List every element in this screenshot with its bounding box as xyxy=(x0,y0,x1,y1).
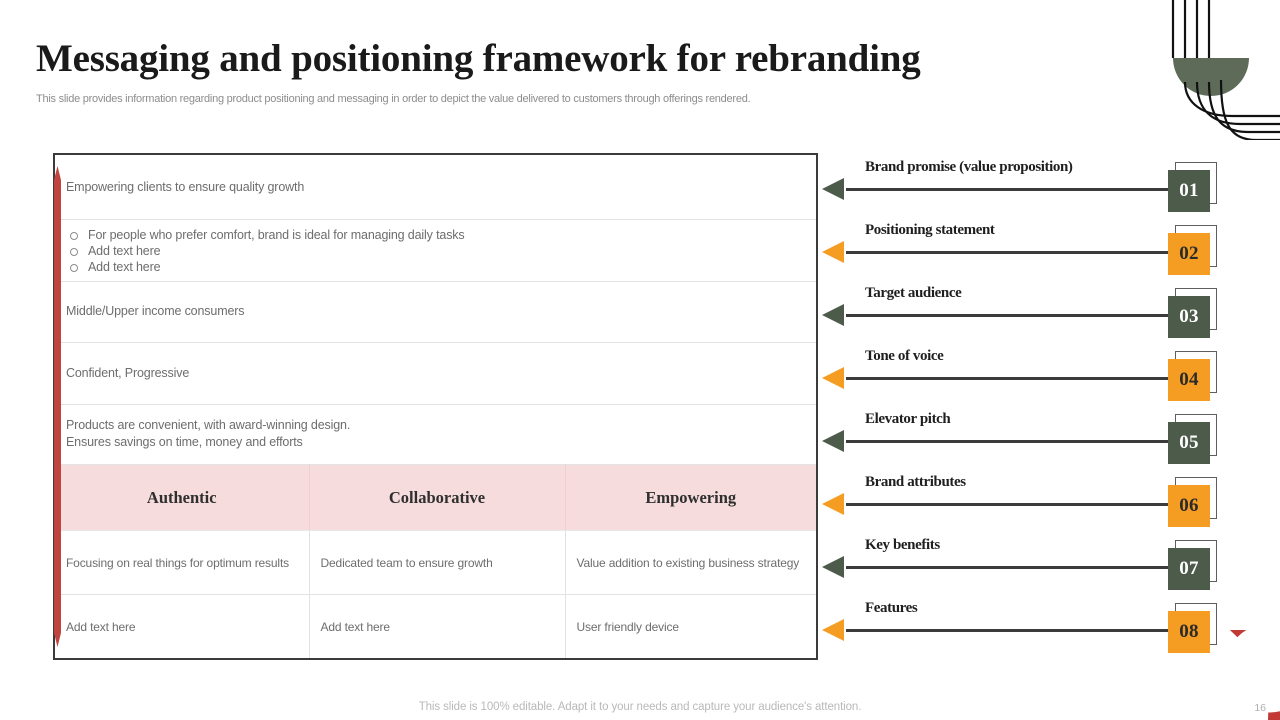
bullet-text: Add text here xyxy=(88,259,161,274)
step-label: Brand promise (value proposition) xyxy=(865,159,1073,175)
step-number-badge: 07 xyxy=(1168,540,1218,592)
left-arrow-icon xyxy=(822,367,844,389)
connector-line xyxy=(846,314,1179,317)
framework-step-01[interactable]: Brand promise (value proposition) 01 xyxy=(818,153,1238,216)
step-label: Key benefits xyxy=(865,537,940,553)
left-arrow-icon xyxy=(822,304,844,326)
table-header-cell: Authentic xyxy=(55,465,310,532)
step-number-badge: 08 xyxy=(1168,603,1218,655)
step-number-badge: 04 xyxy=(1168,351,1218,403)
framework-step-04[interactable]: Tone of voice 04 xyxy=(818,342,1238,405)
step-number: 07 xyxy=(1168,548,1210,590)
page-subtitle: This slide provides information regardin… xyxy=(36,93,751,105)
framework-step-07[interactable]: Key benefits 07 xyxy=(818,531,1238,594)
step-label: Elevator pitch xyxy=(865,411,951,427)
connector-line xyxy=(846,629,1179,632)
step-number-badge: 06 xyxy=(1168,477,1218,529)
circle-bullet-icon xyxy=(70,231,78,240)
table-row: Focusing on real things for optimum resu… xyxy=(55,530,816,596)
table-cell: Focusing on real things for optimum resu… xyxy=(55,530,310,596)
left-arrow-icon xyxy=(822,619,844,641)
connector-line xyxy=(846,503,1179,506)
step-number-badge: 02 xyxy=(1168,225,1218,277)
framework-step-02[interactable]: Positioning statement 02 xyxy=(818,216,1238,279)
framework-step-08[interactable]: Features 08 xyxy=(818,594,1238,657)
panel-row-target-audience: Middle/Upper income consumers xyxy=(55,282,816,344)
step-number: 03 xyxy=(1168,296,1210,338)
framework-step-06[interactable]: Brand attributes 06 xyxy=(818,468,1238,531)
page-number: 16 xyxy=(1254,702,1266,714)
panel-row-text-line1: Products are convenient, with award-winn… xyxy=(66,418,351,433)
step-label: Brand attributes xyxy=(865,474,966,490)
circle-bullet-icon xyxy=(70,247,78,256)
table-cell: User friendly device xyxy=(576,619,680,634)
table-header-cell: Empowering xyxy=(565,465,816,532)
panel-row-tone-of-voice: Confident, Progressive xyxy=(55,343,816,405)
footer-note: This slide is 100% editable. Adapt it to… xyxy=(418,701,862,713)
table-header-cell: Collaborative xyxy=(309,465,566,532)
positioning-panel: Empowering clients to ensure quality gro… xyxy=(53,153,818,660)
step-label: Target audience xyxy=(865,285,962,301)
step-label: Positioning statement xyxy=(865,222,995,238)
connector-line xyxy=(846,377,1179,380)
left-arrow-icon xyxy=(822,493,844,515)
step-number: 02 xyxy=(1168,233,1210,275)
connector-line xyxy=(846,251,1179,254)
framework-step-05[interactable]: Elevator pitch 05 xyxy=(818,405,1238,468)
bullet-item: For people who prefer comfort, brand is … xyxy=(66,227,802,243)
left-arrow-icon xyxy=(822,430,844,452)
circle-bullet-icon xyxy=(70,263,78,272)
page-title: Messaging and positioning framework for … xyxy=(36,37,921,80)
panel-row-brand-promise: Empowering clients to ensure quality gro… xyxy=(55,155,816,221)
table-row: Add text here Add text here User friendl… xyxy=(55,594,816,659)
step-label: Tone of voice xyxy=(865,348,944,364)
panel-row-elevator-pitch: Products are convenient, with award-winn… xyxy=(55,405,816,466)
panel-row-text: Middle/Upper income consumers xyxy=(66,304,245,319)
step-number: 04 xyxy=(1168,359,1210,401)
table-cell: Add text here xyxy=(309,594,566,659)
table-cell: Value addition to existing business stra… xyxy=(565,530,816,596)
connector-line xyxy=(846,566,1179,569)
table-cell: Add text here xyxy=(55,594,310,659)
panel-row-text: Confident, Progressive xyxy=(66,365,190,380)
step-number-badge: 05 xyxy=(1168,414,1218,466)
step-number: 08 xyxy=(1168,611,1210,653)
panel-row-text: Empowering clients to ensure quality gro… xyxy=(66,179,305,194)
bullet-item: Add text here xyxy=(66,259,802,275)
left-arrow-icon xyxy=(822,556,844,578)
bullet-text: Add text here xyxy=(88,243,161,258)
step-number: 05 xyxy=(1168,422,1210,464)
panel-row-positioning-statement: For people who prefer comfort, brand is … xyxy=(55,220,816,282)
step-number-badge: 03 xyxy=(1168,288,1218,340)
table-header-row: Authentic Collaborative Empowering xyxy=(55,465,816,532)
bullet-text: For people who prefer comfort, brand is … xyxy=(88,227,465,242)
step-number-badge: 01 xyxy=(1168,162,1218,214)
step-number: 06 xyxy=(1168,485,1210,527)
bullet-item: Add text here xyxy=(66,243,802,259)
red-accent-bar xyxy=(54,166,61,647)
left-arrow-icon xyxy=(822,178,844,200)
framework-steps-list: Brand promise (value proposition) 01 Pos… xyxy=(818,153,1238,660)
connector-line xyxy=(846,188,1179,191)
left-arrow-icon xyxy=(822,241,844,263)
curved-lines-decoration-icon xyxy=(1171,0,1280,140)
panel-row-text-line2: Ensures savings on time, money and effor… xyxy=(66,435,303,450)
table-cell: Dedicated team to ensure growth xyxy=(309,530,566,596)
framework-step-03[interactable]: Target audience 03 xyxy=(818,279,1238,342)
brand-attributes-table: Authentic Collaborative Empowering Focus… xyxy=(55,465,816,659)
step-label: Features xyxy=(865,600,918,616)
step-number: 01 xyxy=(1168,170,1210,212)
connector-line xyxy=(846,440,1179,443)
